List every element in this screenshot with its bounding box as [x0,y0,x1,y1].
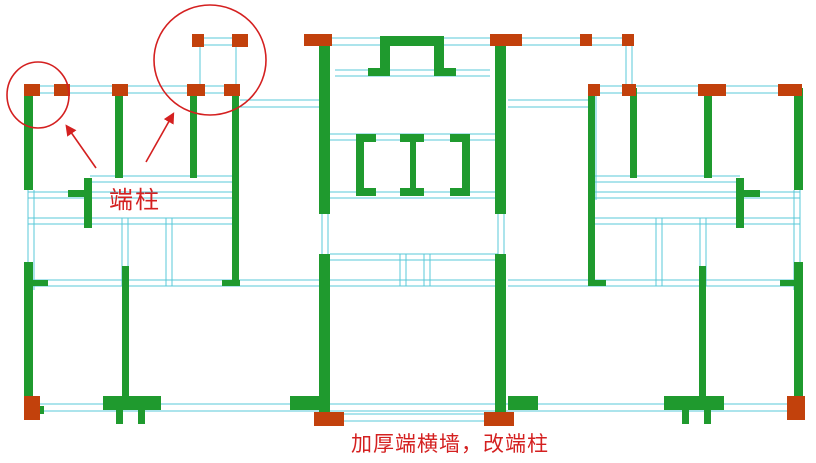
shear-walls [24,36,803,424]
arrow-left [65,124,97,169]
highlight-circle-top [153,4,267,116]
end-column-label: 端柱 [109,186,161,214]
highlight-circle-left [6,61,70,129]
bottom-note: 加厚端横墙，改端柱 [351,432,549,456]
arrow-right [145,112,175,163]
beam-lines [27,37,801,422]
annotation-marks [6,4,267,169]
end-columns [24,34,805,426]
